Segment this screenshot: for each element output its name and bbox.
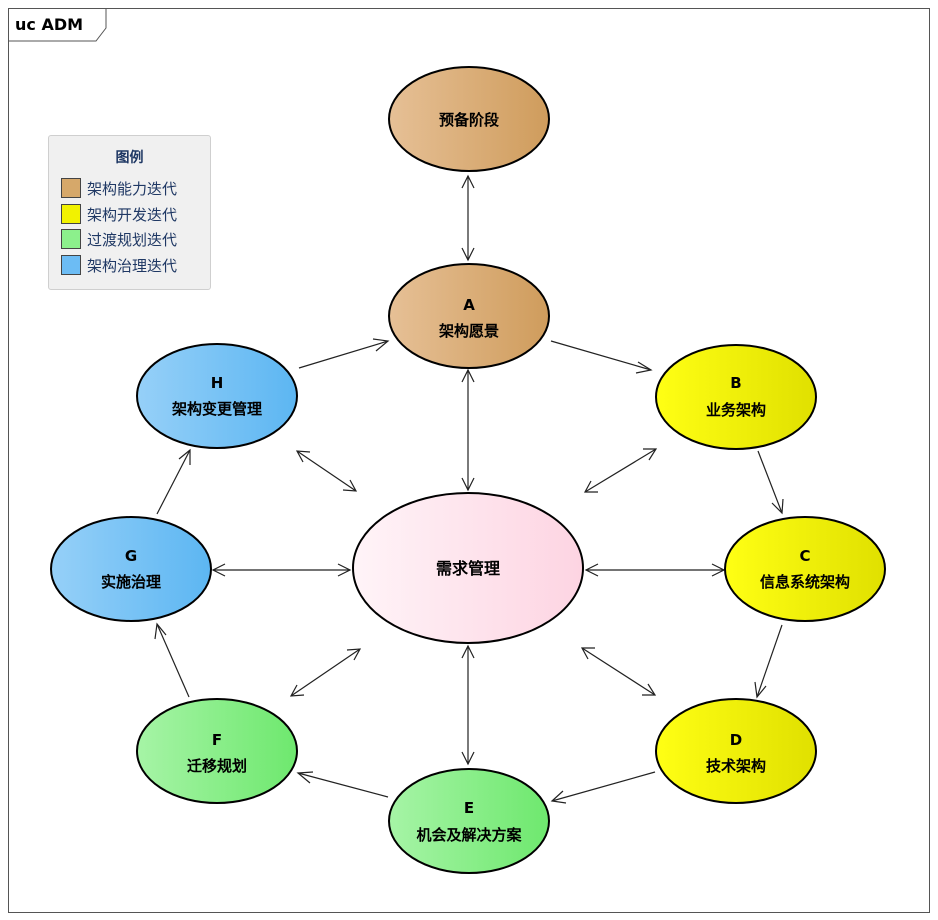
edge-req-c [584,563,726,577]
legend-item: 架构治理迭代 [61,254,177,276]
edge-h-a [298,338,390,369]
node-d-label: 技术架构 [706,757,766,775]
edge-a-b [550,340,653,374]
node-e-letter: E [464,799,474,817]
legend-swatch [61,255,81,275]
node-g: G 实施治理 [50,516,212,622]
legend-item: 架构能力迭代 [61,177,177,199]
legend-title: 图例 [115,150,144,166]
frame-label: uc ADM [15,15,83,34]
legend: 图例 架构能力迭代 架构开发迭代 过渡规划迭代 架构治理迭代 [48,135,211,290]
legend-swatch [61,204,81,224]
edge-f-g [154,622,190,698]
edge-a-req [461,368,475,492]
node-a-label: 架构愿景 [438,322,499,340]
legend-item: 过渡规划迭代 [61,228,177,250]
legend-label: 架构开发迭代 [87,205,178,224]
legend-label: 架构治理迭代 [87,256,178,275]
edge-h-req [295,450,358,492]
legend-swatch [61,178,81,198]
node-h-letter: H [211,374,224,392]
node-g-letter: G [125,547,137,565]
node-requirements-label: 需求管理 [436,559,500,578]
node-f-letter: F [212,731,222,749]
node-f: F 迁移规划 [136,698,298,804]
node-c-letter: C [799,547,810,565]
legend-swatch [61,229,81,249]
edge-d-req [580,647,657,696]
node-preliminary-label: 预备阶段 [439,111,499,129]
node-h-label: 架构变更管理 [171,400,262,418]
edge-g-req [211,563,352,577]
legend-item: 架构开发迭代 [61,203,177,225]
node-b-label: 业务架构 [706,401,766,419]
connectors [154,174,784,804]
edge-e-f [296,771,389,798]
edge-c-d [754,624,783,699]
node-requirements: 需求管理 [352,492,584,644]
node-e: E 机会及解决方案 [388,768,550,874]
node-b: B 业务架构 [655,344,817,450]
node-c: C 信息系统架构 [724,516,886,622]
node-d: D 技术架构 [655,698,817,804]
edge-b-c [757,450,784,515]
node-b-letter: B [730,374,741,392]
frame-label-tab [8,8,107,42]
node-h: H 架构变更管理 [136,343,298,449]
legend-label: 过渡规划迭代 [87,230,178,249]
node-a: A 架构愿景 [388,263,550,369]
edge-f-req [289,648,362,697]
node-preliminary: 预备阶段 [388,66,550,172]
edge-req-e [461,644,475,766]
node-g-label: 实施治理 [101,573,161,591]
edge-b-req [583,448,658,493]
node-f-label: 迁移规划 [187,757,247,775]
edge-g-h [156,448,191,515]
edge-prelim-a [461,174,475,262]
node-a-letter: A [463,296,475,314]
node-e-label: 机会及解决方案 [416,826,522,844]
edge-d-e [550,771,656,804]
node-d-letter: D [730,731,742,749]
node-c-label: 信息系统架构 [760,573,850,591]
legend-label: 架构能力迭代 [87,179,178,198]
